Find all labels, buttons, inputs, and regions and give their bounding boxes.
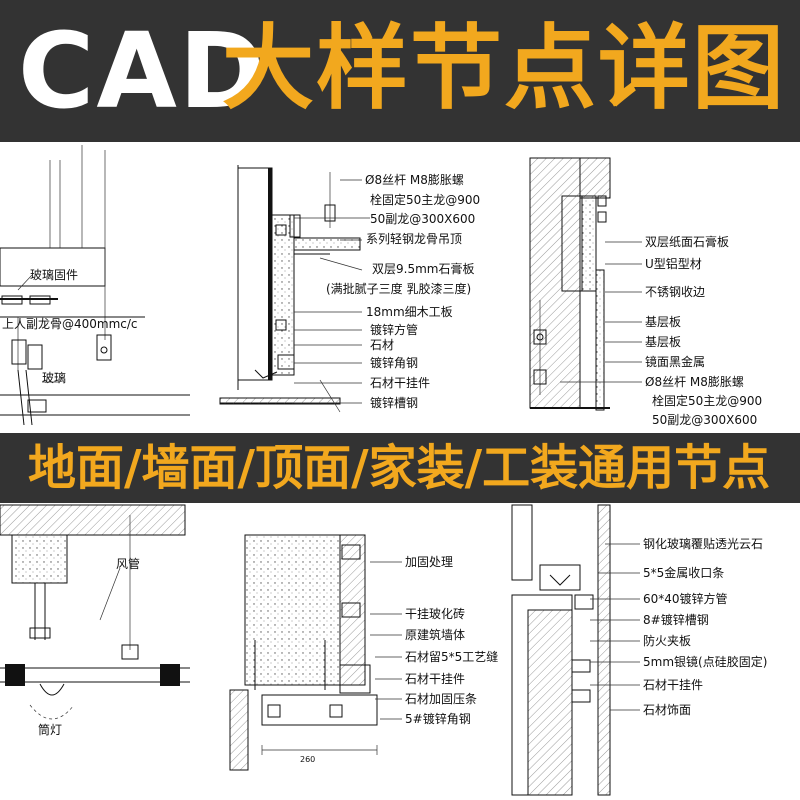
- middle-banner: [0, 433, 800, 503]
- p4-label-0: 风管: [116, 556, 140, 571]
- panel-3-drawing: 双层纸面石膏板 U型铝型材 不锈钢收边 基层板 基层板 镜面黑金属 Ø8丝杆 M…: [529, 157, 762, 427]
- p2-label-9: 镀锌角钢: [370, 356, 418, 370]
- title-cad: CAD: [18, 10, 268, 132]
- p6-label-7: 石材饰面: [643, 703, 691, 717]
- p2-label-3: 系列轻钢龙骨吊顶: [366, 232, 462, 246]
- top-banner: [0, 0, 800, 142]
- p1-label-0: 玻璃固件: [30, 268, 78, 282]
- panel-2-drawing: Ø8丝杆 M8膨胀螺 栓固定50主龙@900 50副龙@300X600 系列轻钢…: [219, 165, 480, 413]
- panel-5-drawing: 加固处理 干挂玻化砖 原建筑墙体 石材留5*5工艺缝 石材干挂件 石材加固压条 …: [229, 534, 498, 771]
- p5-label-4: 石材干挂件: [405, 672, 465, 686]
- panel-4-drawing: 风管 筒灯: [0, 504, 190, 737]
- p3-label-0: 双层纸面石膏板: [645, 234, 729, 249]
- p3-label-7: 栓固定50主龙@900: [652, 393, 762, 408]
- p3-label-3: 基层板: [645, 315, 681, 329]
- p3-label-4: 基层板: [645, 335, 681, 349]
- panel-6-drawing: 钢化玻璃覆贴透光云石 5*5金属收口条 60*40镀锌方管 8#镀锌槽钢 防火夹…: [511, 504, 767, 796]
- p5-label-3: 石材留5*5工艺缝: [405, 649, 498, 664]
- subtitle-banner-text: 地面/墙面/顶面/家装/工装通用节点: [28, 440, 771, 496]
- p1-label-1: 上人副龙骨@400mmc/c: [2, 317, 138, 331]
- p2-label-4: 双层9.5mm石膏板: [372, 261, 474, 276]
- p2-label-0: Ø8丝杆 M8膨胀螺: [365, 173, 464, 187]
- p5-label-5: 石材加固压条: [405, 692, 477, 706]
- p2-label-2: 50副龙@300X600: [370, 212, 475, 226]
- p6-label-1: 5*5金属收口条: [643, 565, 724, 580]
- p5-label-6: 5#镀锌角钢: [405, 712, 471, 726]
- p2-label-10: 石材干挂件: [370, 376, 430, 390]
- p2-label-8: 石材: [370, 338, 394, 352]
- p4-label-1: 筒灯: [38, 722, 62, 737]
- p6-label-2: 60*40镀锌方管: [643, 591, 728, 606]
- p2-label-11: 镀锌槽钢: [370, 396, 418, 410]
- p2-label-6: 18mm细木工板: [366, 305, 453, 319]
- p6-label-3: 8#镀锌槽钢: [643, 613, 709, 627]
- p1-label-2: 玻璃: [42, 371, 66, 385]
- panel-1-drawing: 玻璃固件 上人副龙骨@400mmc/c 玻璃: [0, 145, 190, 426]
- p2-label-7: 镀锌方管: [370, 322, 418, 337]
- p6-label-6: 石材干挂件: [643, 678, 703, 692]
- p3-label-8: 50副龙@300X600: [652, 413, 757, 427]
- p5-label-0: 加固处理: [405, 555, 453, 569]
- p3-label-6: Ø8丝杆 M8膨胀螺: [645, 375, 744, 389]
- title-chinese: 大样节点详图: [222, 15, 787, 122]
- p6-label-4: 防火夹板: [643, 633, 691, 648]
- p2-label-5: (满批腻子三度 乳胶漆三度): [326, 281, 471, 296]
- p5-label-1: 干挂玻化砖: [405, 606, 465, 621]
- p3-label-1: U型铝型材: [645, 256, 702, 271]
- p2-label-1: 栓固定50主龙@900: [370, 192, 480, 207]
- p5-label-2: 原建筑墙体: [405, 627, 465, 642]
- p3-label-5: 镜面黑金属: [645, 354, 705, 369]
- p6-label-5: 5mm银镜(点硅胶固定): [643, 654, 767, 669]
- p3-label-2: 不锈钢收边: [645, 285, 705, 299]
- p5-dimension: 260: [300, 755, 315, 764]
- p6-label-0: 钢化玻璃覆贴透光云石: [643, 537, 763, 551]
